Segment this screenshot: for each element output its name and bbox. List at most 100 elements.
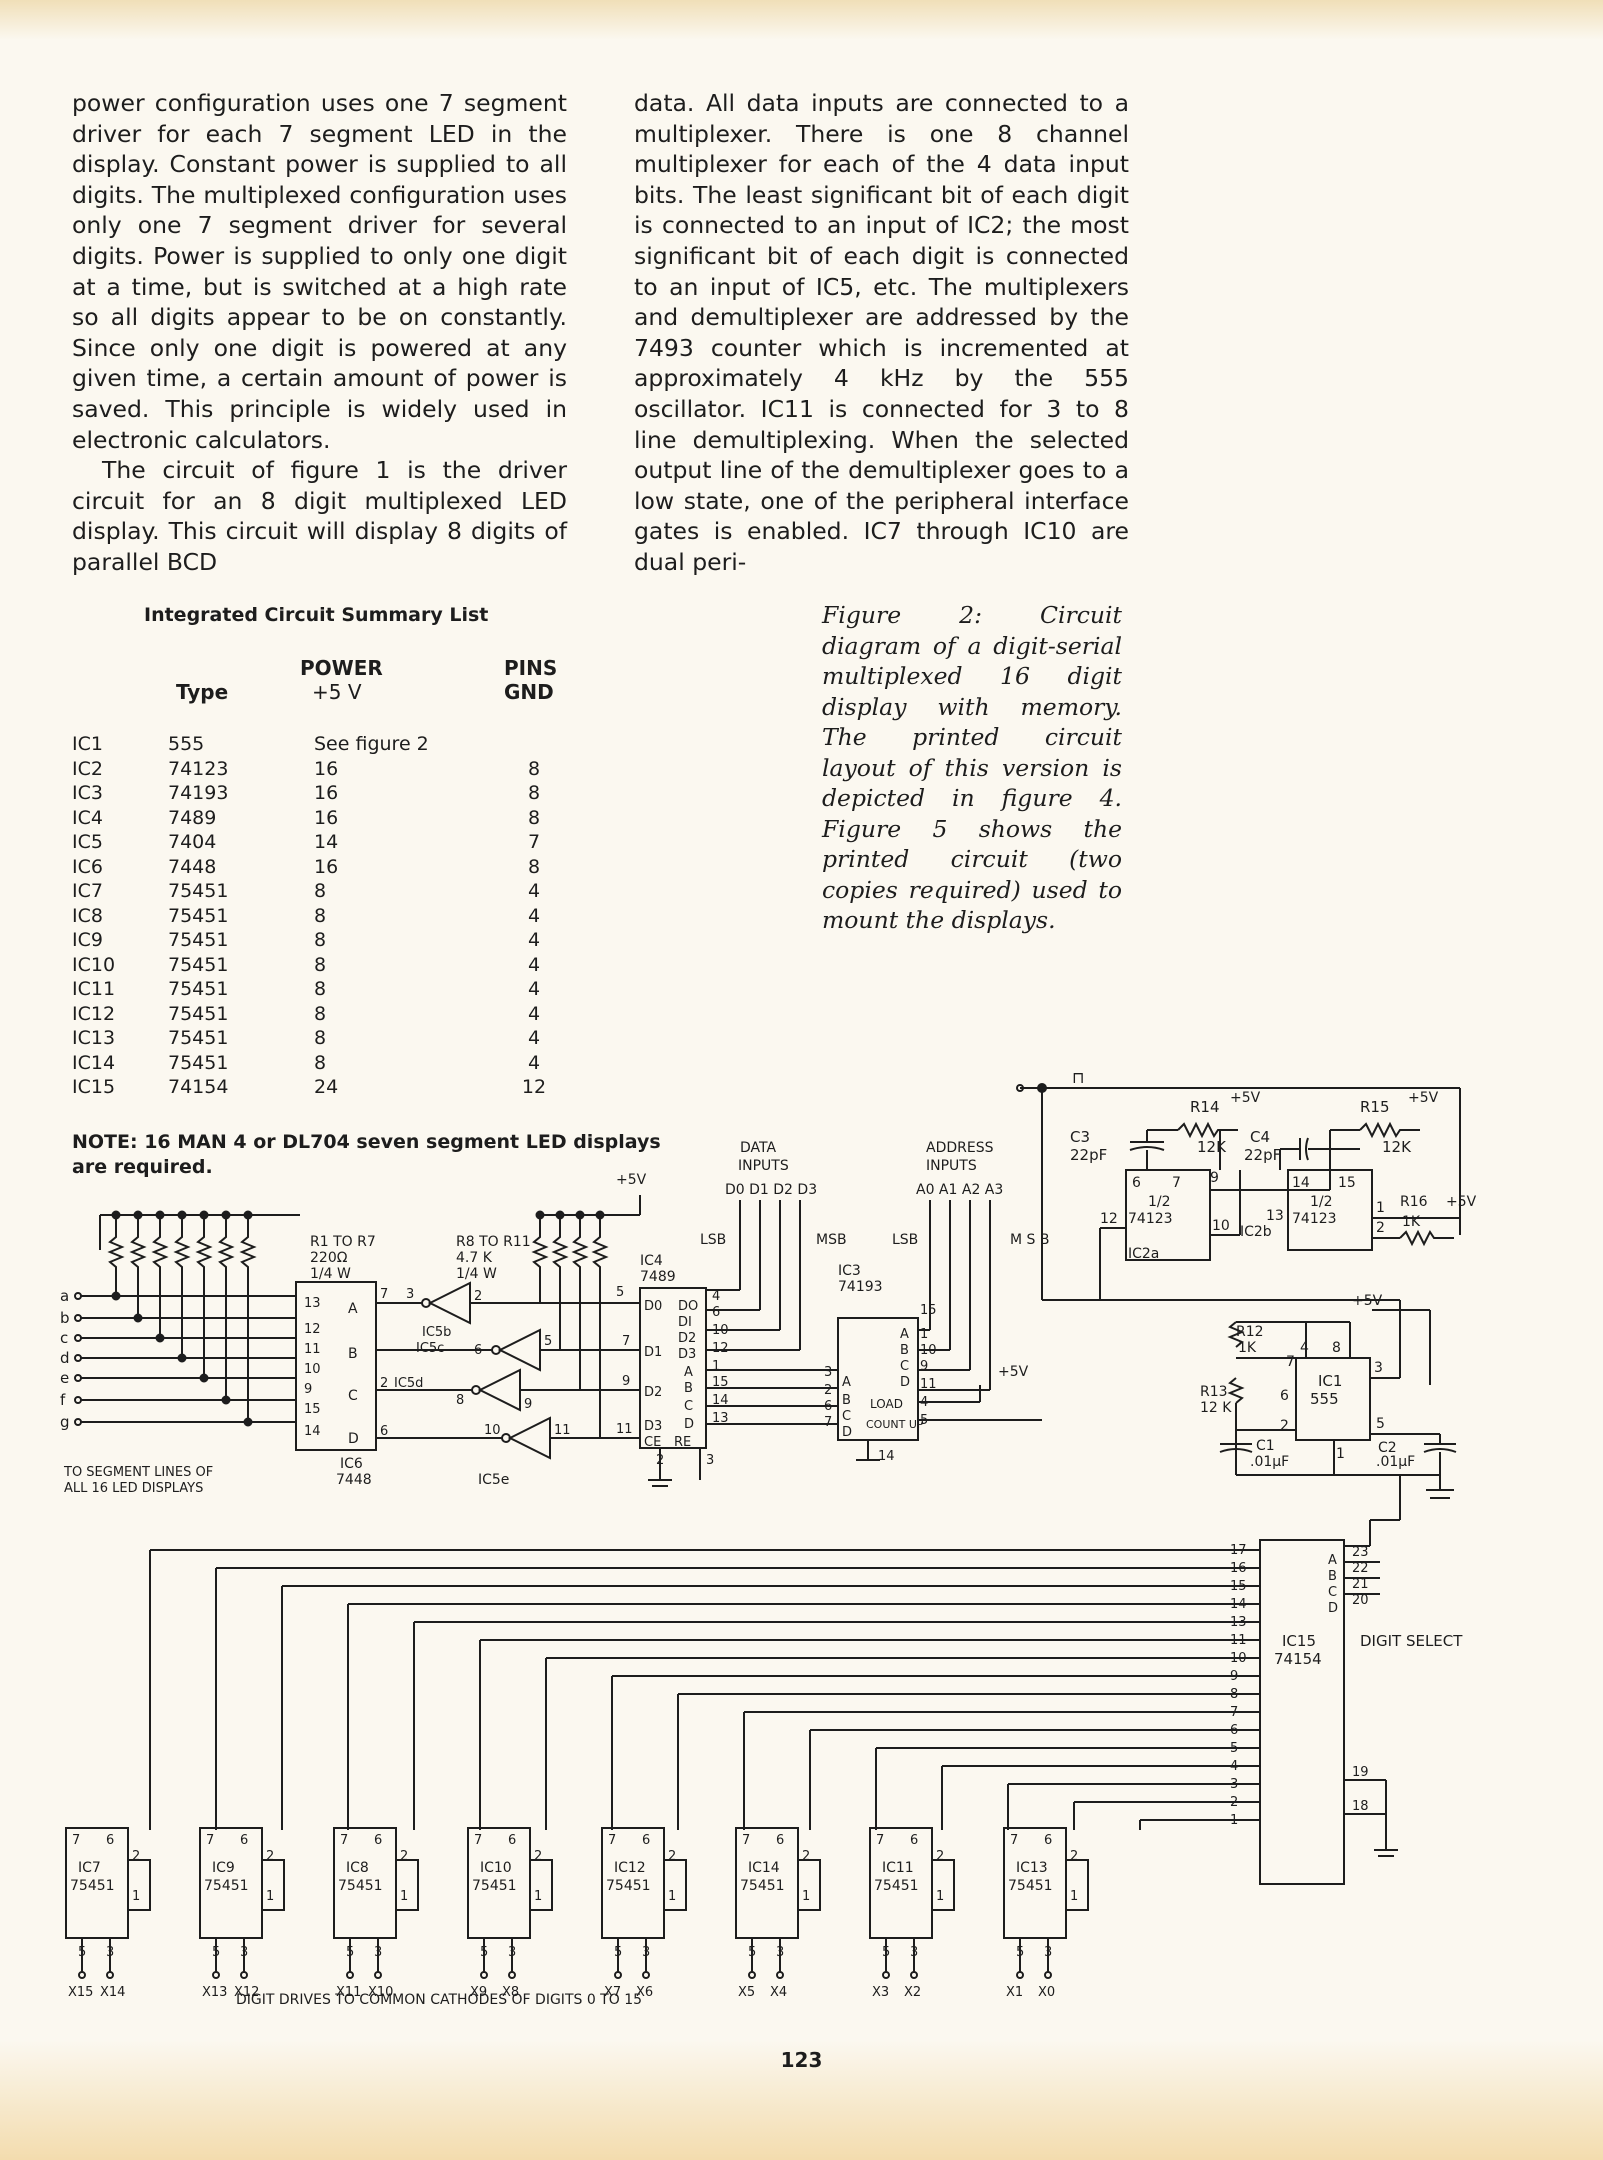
ic3-type: 74193 xyxy=(838,1279,883,1295)
pin-label: 12 xyxy=(304,1322,321,1337)
driver-type: 75451 xyxy=(1008,1878,1053,1894)
pin-label: 9 xyxy=(1210,1170,1219,1186)
driver-tab xyxy=(663,1859,687,1911)
resistor xyxy=(173,1215,191,1358)
pin-label: 1 xyxy=(712,1359,720,1374)
pin-label: 2 xyxy=(474,1289,482,1304)
pin-label: 14 xyxy=(304,1424,321,1439)
pin-label: 7 xyxy=(474,1833,482,1848)
pin-label: 9 xyxy=(304,1382,312,1397)
body-text-left-column: power configuration uses one 7 segment d… xyxy=(72,88,567,578)
msb-vertical-label: M S B xyxy=(1010,1232,1049,1248)
ic3-label: IC3 xyxy=(838,1263,861,1279)
resistor xyxy=(551,1215,569,1350)
driver-tab xyxy=(529,1859,553,1911)
ic4-type: 7489 xyxy=(640,1269,676,1285)
pin-label: 6 xyxy=(642,1833,650,1848)
driver-label: IC12 xyxy=(614,1860,646,1876)
pin-label: D3 xyxy=(678,1347,696,1362)
ic-id: IC5 xyxy=(72,831,103,854)
pin-label: D2 xyxy=(644,1385,662,1400)
header-type: Type xyxy=(176,680,229,704)
pin-label: 7 xyxy=(1172,1175,1181,1191)
pin-label: 6 xyxy=(374,1833,382,1848)
segment-input-label: e xyxy=(60,1369,69,1387)
pin-label: 3 xyxy=(406,1287,414,1302)
driver-out-terminal xyxy=(1044,1971,1052,1979)
pin-label: D3 xyxy=(644,1419,662,1434)
pin-label: 1 xyxy=(920,1327,928,1342)
pin-label: 4 xyxy=(712,1289,720,1304)
pin-label: 1 xyxy=(266,1889,274,1904)
digit-select-label: DIGIT SELECT xyxy=(1360,1632,1463,1650)
r1-value: 220Ω xyxy=(310,1250,348,1266)
ic-power-pin: 8 xyxy=(314,978,327,1001)
ic15-label: IC15 xyxy=(1282,1632,1316,1650)
driver-out-terminal xyxy=(480,1971,488,1979)
inverters: 7 3 2 IC5b IC5c 6 5 2 IC5d 8 9 6 10 11 I… xyxy=(376,1281,640,1488)
pin-label: A xyxy=(900,1327,909,1342)
pin-label: 15 xyxy=(304,1402,321,1417)
ic-type: 75451 xyxy=(168,953,229,976)
clock-symbol: ⊓ xyxy=(1072,1068,1084,1087)
header-gnd: GND xyxy=(504,680,554,704)
half-label: 1/2 xyxy=(1310,1194,1333,1210)
pin-label: 12 xyxy=(712,1341,729,1356)
pin-label: 1 xyxy=(1070,1889,1078,1904)
pin-label: B xyxy=(1328,1569,1337,1584)
pin-label: 6 xyxy=(910,1833,918,1848)
pin-label: 9 xyxy=(920,1359,928,1374)
pin-label: 5 xyxy=(616,1285,624,1300)
pin-label: 5 xyxy=(544,1334,552,1349)
driver-label: IC9 xyxy=(212,1860,235,1876)
segment-input-terminal xyxy=(74,1396,82,1404)
c4-value: 22pF xyxy=(1244,1146,1281,1164)
address-inputs-label: ADDRESS xyxy=(926,1140,994,1156)
header-pins: PINS xyxy=(504,656,558,680)
c2-label: C2 xyxy=(1378,1440,1397,1456)
digit-output-label: X10 xyxy=(368,1985,393,2000)
pin-label: C xyxy=(684,1399,693,1414)
c1-value: .01μF xyxy=(1250,1454,1289,1470)
ic-gnd-pin: 8 xyxy=(527,855,541,878)
pin-label: 2 xyxy=(266,1849,274,1864)
resistor xyxy=(239,1215,257,1422)
ic-id: IC6 xyxy=(72,855,103,878)
pin-label: 2 xyxy=(1070,1849,1078,1864)
pin-label: 10 xyxy=(484,1423,501,1438)
driver-label: IC13 xyxy=(1016,1860,1048,1876)
ic-id: IC7 xyxy=(72,880,103,903)
r16-label: R16 xyxy=(1400,1194,1428,1210)
pin-label: 9 xyxy=(524,1397,532,1412)
digit-output-label: X12 xyxy=(234,1985,259,2000)
page-stain-bottom xyxy=(0,2040,1603,2160)
pin-label: 6 xyxy=(712,1305,720,1320)
ic5e-label: IC5e xyxy=(478,1472,509,1488)
pin-label: 11 xyxy=(304,1342,321,1357)
driver-out-terminal xyxy=(106,1971,114,1979)
pin-label: 15 xyxy=(920,1303,937,1318)
driver-out-terminal xyxy=(776,1971,784,1979)
r12-label: R12 xyxy=(1236,1324,1264,1340)
segment-note: ALL 16 LED DISPLAYS xyxy=(64,1481,203,1496)
pin-label: 1 xyxy=(534,1889,542,1904)
driver-type: 75451 xyxy=(740,1878,785,1894)
ic-gnd-pin: 4 xyxy=(527,1027,541,1050)
pin-label: C xyxy=(842,1409,851,1424)
ic-gnd-pin: 4 xyxy=(527,1051,541,1074)
pin-label: 6 xyxy=(1132,1175,1141,1191)
segment-input-terminal xyxy=(74,1292,82,1300)
segment-note: TO SEGMENT LINES OF xyxy=(63,1465,213,1480)
ic-id: IC13 xyxy=(72,1027,116,1050)
digit-output-label: X5 xyxy=(738,1985,755,2000)
half-label: 1/2 xyxy=(1148,1194,1171,1210)
driver-label: IC10 xyxy=(480,1860,512,1876)
driver-label: IC7 xyxy=(78,1860,101,1876)
driver-out-terminal xyxy=(910,1971,918,1979)
